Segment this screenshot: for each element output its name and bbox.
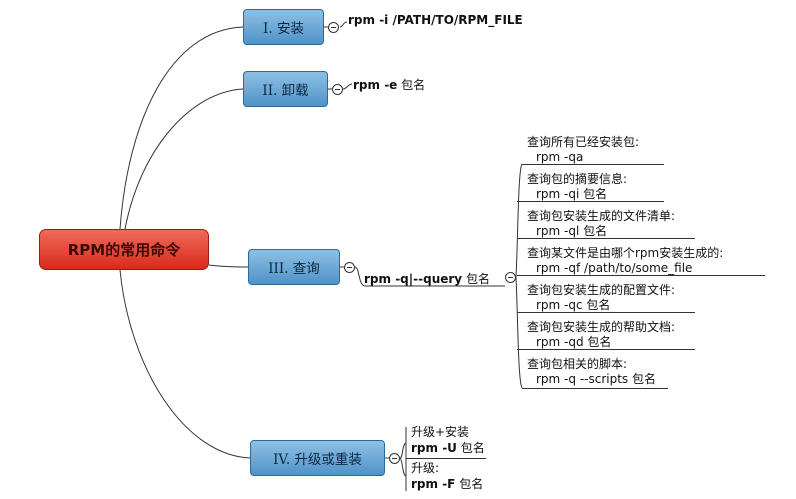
upgrade-separator	[406, 458, 486, 459]
query-cmd-text: rpm -q|--query	[364, 272, 463, 286]
query-item-qc[interactable]: 查询包安装生成的配置文件: rpm -qc 包名	[527, 283, 675, 313]
collapse-upgrade-icon[interactable]	[389, 453, 400, 464]
query-item-title: 查询包安装生成的文件清单:	[527, 209, 676, 223]
branch-query-label: III. 查询	[268, 261, 320, 277]
query-item-title: 查询包安装生成的配置文件:	[527, 283, 676, 297]
connector-root-query	[208, 264, 249, 268]
query-item-qd[interactable]: 查询包安装生成的帮助文档: rpm -qd 包名	[527, 320, 675, 350]
query-item-scripts[interactable]: 查询包相关的脚本: rpm -q --scripts 包名	[527, 357, 656, 387]
query-item-qi[interactable]: 查询包的摘要信息: rpm -qi 包名	[527, 172, 627, 202]
query-separator	[522, 388, 668, 389]
upgrade-item-cmd: rpm -F	[411, 477, 456, 491]
collapse-uninstall-icon[interactable]	[332, 84, 343, 95]
query-separator	[517, 349, 695, 350]
query-separator	[522, 164, 664, 165]
query-item-cmd: rpm -q --scripts 包名	[536, 372, 656, 386]
branch-query[interactable]: III. 查询	[248, 249, 340, 285]
query-item-cmd: rpm -ql 包名	[536, 224, 608, 238]
query-command: rpm -q|--query 包名	[364, 270, 490, 287]
upgrade-item-suffix: 包名	[455, 477, 484, 491]
connector-root-uninstall	[124, 88, 244, 230]
upgrade-item-cmd: rpm -U	[411, 441, 457, 455]
query-item-cmd: rpm -qf /path/to/some_file	[536, 261, 693, 275]
connector-query-bottom	[515, 276, 523, 389]
query-item-cmd: rpm -qi 包名	[536, 187, 608, 201]
query-separator	[517, 201, 664, 202]
connector-root-install	[119, 26, 244, 230]
connector-upgrade-b	[399, 457, 407, 477]
upgrade-item-install[interactable]: 升级+安装 rpm -U 包名	[411, 424, 485, 456]
upgrade-item-freshen[interactable]: 升级: rpm -F 包名	[411, 460, 483, 492]
query-item-title: 查询包安装生成的帮助文档:	[527, 320, 676, 334]
query-separator	[517, 238, 695, 239]
install-command: rpm -i /PATH/TO/RPM_FILE	[348, 13, 523, 27]
branch-install[interactable]: I. 安装	[243, 9, 324, 45]
root-node[interactable]: RPM的常用命令	[39, 229, 209, 270]
branch-install-label: I. 安装	[263, 21, 304, 37]
collapse-query-options-icon[interactable]	[505, 272, 516, 283]
branch-uninstall[interactable]: II. 卸载	[243, 71, 328, 107]
query-item-title: 查询包相关的脚本:	[527, 357, 628, 371]
connector-uninstall-cmd	[342, 83, 353, 90]
query-item-qa[interactable]: 查询所有已经安装包: rpm -qa	[527, 135, 639, 165]
query-item-cmd: rpm -qd 包名	[536, 335, 612, 349]
query-item-title: 查询包的摘要信息:	[527, 172, 628, 186]
query-separator	[517, 275, 765, 276]
query-item-qf[interactable]: 查询某文件是由哪个rpm安装生成的: rpm -qf /path/to/some…	[527, 246, 723, 276]
connector-upgrade-a	[399, 442, 407, 459]
branch-uninstall-label: II. 卸载	[262, 83, 309, 99]
query-item-cmd: rpm -qa	[536, 150, 584, 164]
install-cmd-text: rpm -i /PATH/TO/RPM_FILE	[348, 13, 523, 27]
uninstall-cmd-text: rpm -e	[353, 78, 398, 92]
branch-upgrade[interactable]: IV. 升级或重装	[250, 440, 385, 476]
upgrade-item-suffix: 包名	[456, 441, 485, 455]
upgrade-item-title: 升级+安装	[411, 425, 470, 439]
uninstall-suffix: 包名	[397, 78, 426, 92]
connector-root-upgrade	[119, 269, 251, 459]
query-item-title: 查询某文件是由哪个rpm安装生成的:	[527, 246, 724, 260]
query-item-ql[interactable]: 查询包安装生成的文件清单: rpm -ql 包名	[527, 209, 675, 239]
uninstall-command: rpm -e 包名	[353, 76, 425, 93]
collapse-install-icon[interactable]	[328, 22, 339, 33]
root-label: RPM的常用命令	[67, 241, 181, 259]
collapse-query-icon[interactable]	[344, 262, 355, 273]
upgrade-item-title: 升级:	[411, 461, 440, 475]
connector-query-cmd	[354, 266, 505, 287]
query-item-title: 查询所有已经安装包:	[527, 135, 640, 149]
query-suffix: 包名	[462, 272, 490, 286]
connector-query-top	[515, 163, 523, 278]
connector-install-cmd	[339, 21, 348, 28]
query-item-cmd: rpm -qc 包名	[536, 298, 611, 312]
branch-upgrade-label: IV. 升级或重装	[273, 452, 362, 468]
query-separator	[517, 312, 695, 313]
